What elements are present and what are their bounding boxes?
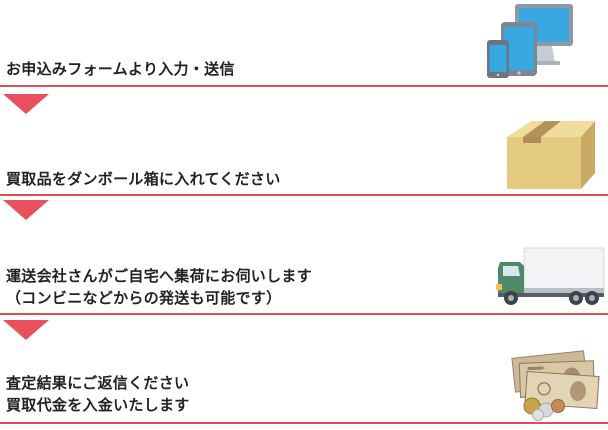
down-arrow-icon bbox=[3, 94, 49, 114]
delivery-truck-icon bbox=[496, 247, 605, 305]
step-3-divider bbox=[0, 313, 608, 315]
step-4-line-2: 買取代金を入金いたします bbox=[6, 396, 190, 414]
down-arrow-icon bbox=[3, 320, 49, 340]
step-1-line-1: お申込みフォームより入力・送信 bbox=[6, 60, 235, 78]
step-2-text: 買取品をダンボール箱に入れてください bbox=[6, 168, 281, 190]
cardboard-box-icon bbox=[507, 121, 595, 189]
step-2: 買取品をダンボール箱に入れてください bbox=[0, 0, 608, 200]
money-icon bbox=[511, 350, 600, 421]
step-3-line-2: （コンビニなどからの発送も可能です） bbox=[6, 289, 282, 307]
step-1: お申込みフォームより入力・送信 bbox=[0, 0, 608, 90]
step-4-divider bbox=[0, 422, 608, 424]
step-4-line-1: 査定結果にご返信ください bbox=[6, 374, 190, 392]
step-2-divider bbox=[0, 194, 608, 196]
step-1-divider bbox=[0, 85, 608, 87]
step-2-line-1: 買取品をダンボール箱に入れてください bbox=[6, 170, 281, 188]
step-3: 運送会社さんがご自宅へ集荷にお伺いします （コンビニなどからの発送も可能です） bbox=[0, 247, 608, 315]
step-3-text: 運送会社さんがご自宅へ集荷にお伺いします （コンビニなどからの発送も可能です） bbox=[6, 265, 312, 309]
down-arrow-icon bbox=[3, 200, 49, 220]
step-1-text: お申込みフォームより入力・送信 bbox=[6, 58, 235, 80]
devices-icon bbox=[487, 4, 573, 78]
step-4-text: 査定結果にご返信ください 買取代金を入金いたします bbox=[6, 372, 190, 416]
step-3-line-1: 運送会社さんがご自宅へ集荷にお伺いします bbox=[6, 267, 313, 285]
